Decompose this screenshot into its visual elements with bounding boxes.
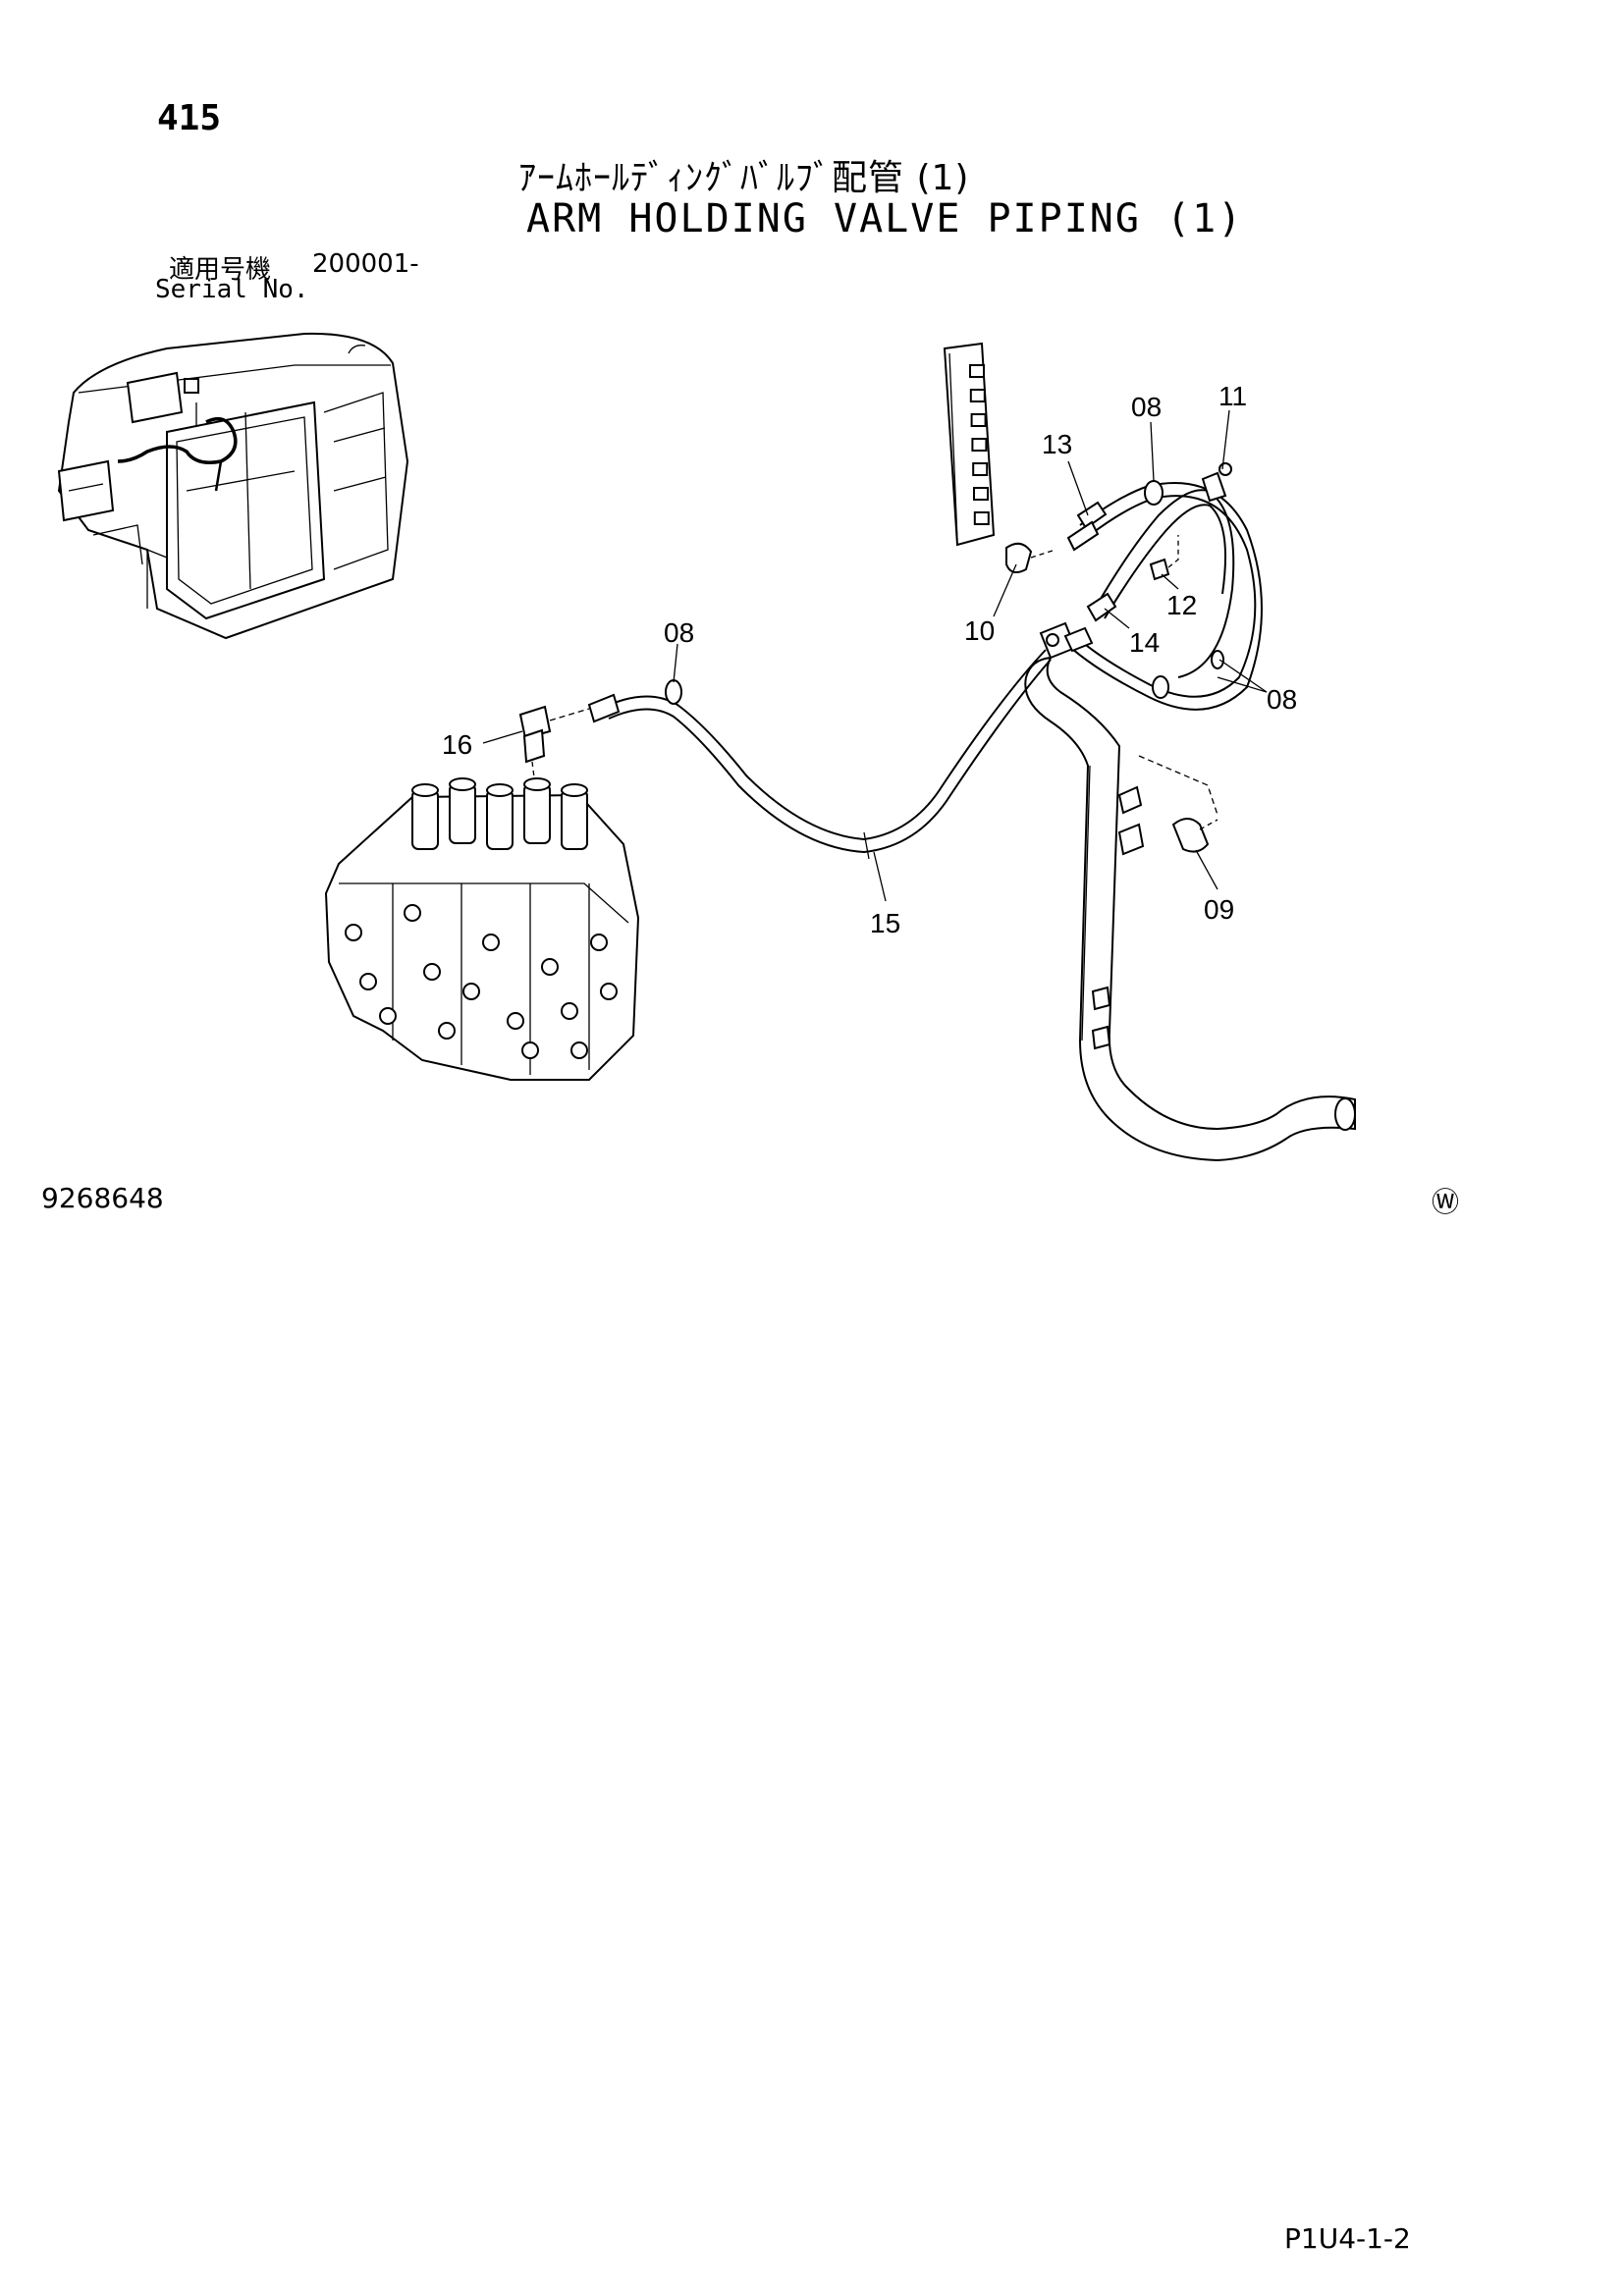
valve-bolt — [379, 1007, 397, 1025]
valve-spool — [486, 789, 514, 850]
callout-08-right: 08 — [1267, 684, 1297, 715]
manifold-port — [972, 462, 989, 476]
callout-14: 14 — [1129, 627, 1160, 658]
hose-15 — [587, 649, 1052, 860]
serial-value: 200001- — [312, 249, 419, 279]
pipe-frame — [1024, 656, 1356, 1162]
manifold-port — [969, 389, 986, 402]
valve-spool — [523, 783, 551, 844]
fitting-16 — [518, 705, 590, 786]
callout-10: 10 — [964, 615, 995, 646]
valve-bolt — [359, 973, 377, 990]
serial-label-japanese: 適用号機 — [169, 255, 272, 285]
valve-bolt — [462, 983, 480, 1000]
valve-bolt — [600, 983, 618, 1000]
callout-15: 15 — [870, 908, 900, 938]
callout-11: 11 — [1218, 381, 1247, 411]
valve-bolt — [404, 904, 421, 922]
valve-bolt — [521, 1041, 539, 1059]
valve-spool — [411, 789, 439, 850]
title-english: ARM HOLDING VALVE PIPING (1) — [526, 196, 1244, 241]
serial-label-english: Serial No. — [155, 275, 309, 304]
brand-mark: Ⓦ — [1432, 1186, 1460, 1218]
control-valve — [324, 777, 640, 1081]
leader-lines — [482, 409, 1268, 902]
page-number: 415 — [157, 98, 222, 138]
manifold-block — [943, 342, 996, 547]
valve-bolt — [482, 934, 500, 951]
hose-loop-right — [1005, 462, 1263, 711]
callout-12: 12 — [1166, 590, 1197, 620]
valve-bolt — [561, 1002, 578, 1020]
manifold-port — [971, 438, 988, 452]
callout-13: 13 — [1042, 429, 1072, 459]
valve-spool-cap — [523, 777, 551, 791]
valve-spool-cap — [449, 777, 476, 791]
valve-bolt — [541, 958, 559, 976]
page-code: P1U4-1-2 — [1284, 2222, 1411, 2255]
valve-spool — [561, 789, 588, 850]
callout-08-top: 08 — [1131, 392, 1162, 422]
valve-spool — [449, 783, 476, 844]
drawing-number: 9268648 — [41, 1182, 164, 1214]
valve-bolt — [590, 934, 608, 951]
manifold-port — [969, 364, 985, 378]
valve-bolt — [438, 1022, 456, 1040]
callout-16: 16 — [442, 729, 472, 760]
manifold-port — [970, 413, 987, 427]
valve-spool-cap — [411, 783, 439, 797]
title-japanese: ｱｰﾑﾎｰﾙﾃﾞｨﾝｸﾞﾊﾞﾙﾌﾞ配管 (1) — [518, 158, 970, 198]
valve-spool-cap — [486, 783, 514, 797]
valve-bolt — [423, 963, 441, 981]
valve-bolt — [570, 1041, 588, 1059]
manifold-port — [973, 511, 990, 525]
manifold-port — [973, 487, 989, 501]
callout-08-mid: 08 — [664, 617, 694, 648]
callout-09: 09 — [1204, 894, 1234, 925]
valve-bolt — [507, 1012, 524, 1030]
machine-overview — [57, 332, 409, 640]
valve-bolt — [345, 924, 362, 941]
valve-spool-cap — [561, 783, 588, 797]
